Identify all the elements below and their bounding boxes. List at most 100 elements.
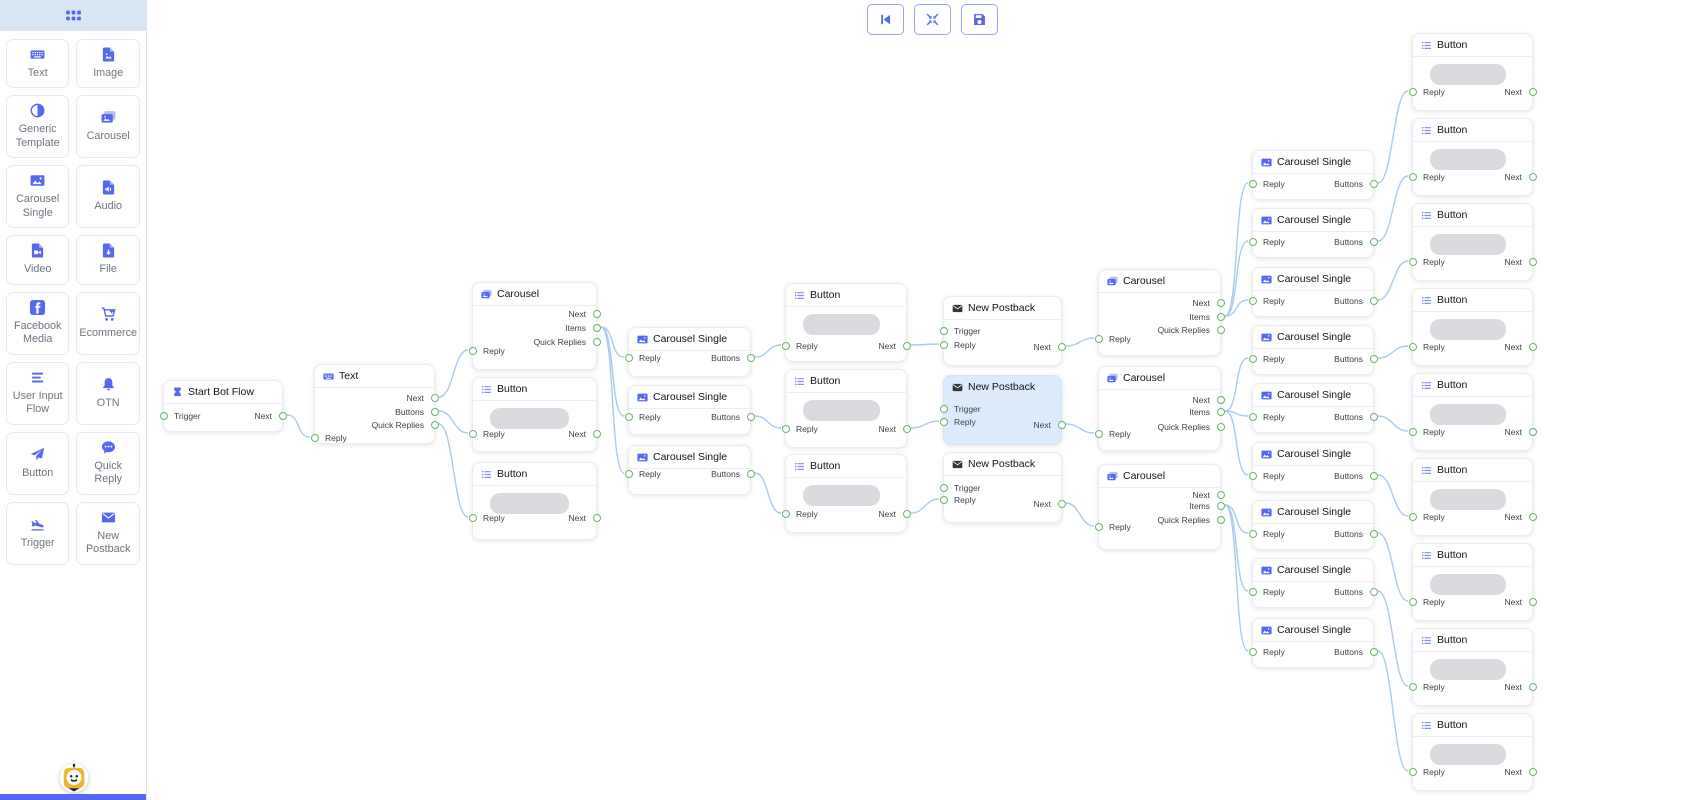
port-buttons[interactable]	[746, 470, 755, 478]
port-reply[interactable]	[1408, 598, 1417, 606]
sidebar-item-trigger[interactable]: Trigger	[6, 501, 70, 565]
port-buttons[interactable]	[1369, 472, 1378, 480]
port-trigger[interactable]	[939, 405, 948, 413]
port-reply[interactable]	[1248, 355, 1257, 363]
port-reply[interactable]	[1248, 413, 1257, 421]
port-quick-replies[interactable]	[1216, 423, 1225, 431]
sidebar-item-file[interactable]: File	[76, 235, 140, 285]
port-reply[interactable]	[624, 413, 633, 421]
port-reply[interactable]	[1408, 173, 1417, 181]
port-quick-replies[interactable]	[592, 338, 601, 346]
sidebar-item-quick-reply[interactable]: Quick Reply	[76, 431, 140, 495]
port-buttons[interactable]	[746, 413, 755, 421]
sidebar-item-carousel-single[interactable]: Carousel Single	[6, 165, 70, 229]
port-reply[interactable]	[1248, 472, 1257, 480]
port-next[interactable]	[902, 425, 911, 433]
port-next[interactable]	[1528, 343, 1537, 351]
port-reply[interactable]	[781, 425, 790, 433]
port-next[interactable]	[1528, 428, 1537, 436]
port-items[interactable]	[1216, 408, 1225, 416]
port-reply[interactable]	[1094, 335, 1103, 343]
port-next[interactable]	[1528, 683, 1537, 691]
port-reply[interactable]	[1248, 180, 1257, 188]
fit-view-button[interactable]	[914, 4, 951, 35]
port-reply[interactable]	[939, 341, 948, 349]
port-next[interactable]	[592, 430, 601, 438]
port-next[interactable]	[1528, 173, 1537, 181]
port-buttons[interactable]	[1369, 413, 1378, 421]
port-reply[interactable]	[1248, 588, 1257, 596]
port-next[interactable]	[1528, 513, 1537, 521]
port-buttons[interactable]	[1369, 297, 1378, 305]
port-trigger[interactable]	[159, 412, 168, 420]
port-buttons[interactable]	[746, 354, 755, 362]
sidebar-item-audio[interactable]: Audio	[76, 165, 140, 229]
port-next[interactable]	[592, 310, 601, 318]
port-reply[interactable]	[1408, 683, 1417, 691]
port-reply[interactable]	[1248, 530, 1257, 538]
port-reply[interactable]	[1408, 88, 1417, 96]
sidebar-item-carousel[interactable]: Carousel	[76, 95, 140, 159]
port-next[interactable]	[902, 342, 911, 350]
sidebar-item-otn[interactable]: OTN	[76, 361, 140, 425]
port-buttons[interactable]	[1369, 588, 1378, 596]
port-next[interactable]	[1057, 343, 1066, 351]
port-trigger[interactable]	[939, 484, 948, 492]
sidebar-toggle[interactable]	[0, 0, 146, 31]
port-reply[interactable]	[1248, 297, 1257, 305]
port-reply[interactable]	[939, 496, 948, 504]
port-items[interactable]	[592, 324, 601, 332]
port-quick-replies[interactable]	[1216, 516, 1225, 524]
port-reply[interactable]	[1248, 238, 1257, 246]
port-next[interactable]	[902, 510, 911, 518]
port-buttons[interactable]	[1369, 530, 1378, 538]
port-next[interactable]	[1528, 258, 1537, 266]
port-reply[interactable]	[624, 354, 633, 362]
port-next[interactable]	[1528, 88, 1537, 96]
sidebar-item-text[interactable]: Text	[6, 39, 70, 89]
port-buttons[interactable]	[1369, 238, 1378, 246]
port-reply[interactable]	[468, 347, 477, 355]
port-next[interactable]	[430, 394, 439, 402]
port-buttons[interactable]	[1369, 648, 1378, 656]
port-reply[interactable]	[310, 434, 319, 442]
port-next[interactable]	[1216, 396, 1225, 404]
port-quick-replies[interactable]	[1216, 326, 1225, 334]
sidebar-item-new-postback[interactable]: New Postback	[76, 501, 140, 565]
port-reply[interactable]	[939, 418, 948, 426]
port-reply[interactable]	[1408, 428, 1417, 436]
port-quick-replies[interactable]	[430, 421, 439, 429]
port-reply[interactable]	[1248, 648, 1257, 656]
port-items[interactable]	[1216, 502, 1225, 510]
go-to-start-button[interactable]	[867, 4, 904, 35]
port-items[interactable]	[1216, 313, 1225, 321]
port-reply[interactable]	[468, 430, 477, 438]
save-button[interactable]	[961, 4, 998, 35]
